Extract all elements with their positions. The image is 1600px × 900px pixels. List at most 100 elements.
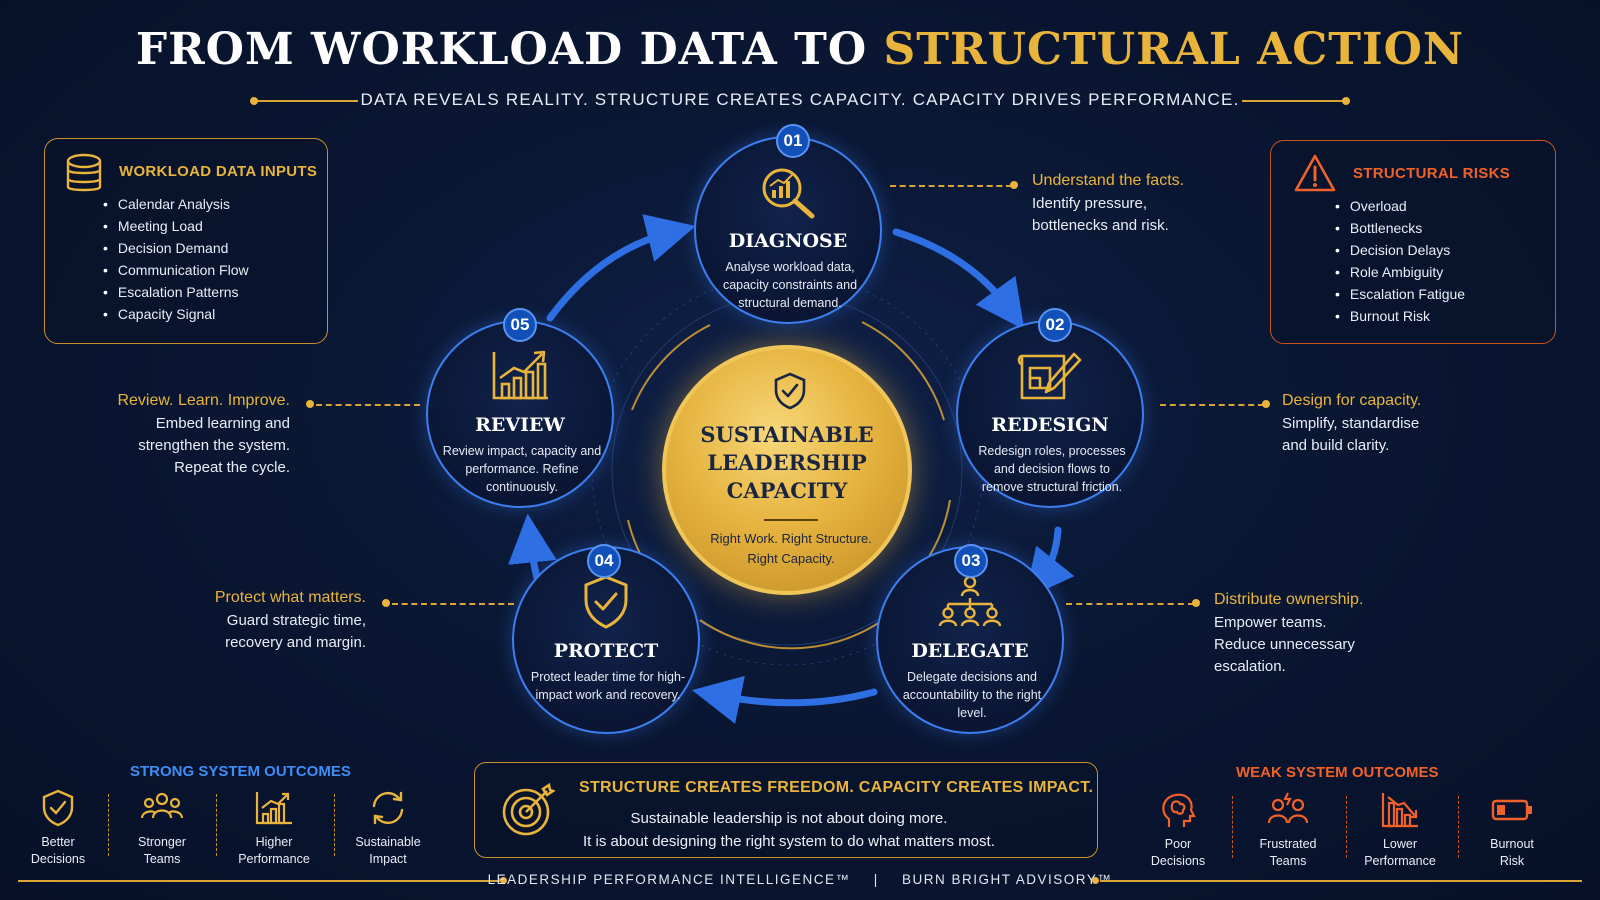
center-tagline-line: Right Capacity. <box>747 551 835 566</box>
list-item: Meeting Load <box>103 215 249 237</box>
note-line: and build clarity. <box>1282 437 1390 454</box>
center-tagline-line: Right Work. Right Structure. <box>710 531 872 546</box>
connector-line <box>890 185 1012 187</box>
note-heading: Review. Learn. Improve. <box>117 392 290 409</box>
divider <box>334 794 335 856</box>
list-item: Communication Flow <box>103 259 249 281</box>
outcome-label: Better <box>41 835 75 849</box>
delegate-note: Distribute ownership. Empower teams. Red… <box>1214 591 1363 678</box>
center-title-line: CAPACITY <box>726 478 848 503</box>
panel-title: WORKLOAD DATA INPUTS <box>119 163 318 180</box>
step-description: Review impact, capacity and performance.… <box>442 444 602 494</box>
note-body: Embed learning and strengthen the system… <box>90 413 290 479</box>
center-divider <box>764 519 818 521</box>
note-line: Simplify, standardise <box>1282 415 1420 432</box>
note-body: Guard strategic time, recovery and margi… <box>166 610 366 654</box>
list-item: Decision Demand <box>103 237 249 259</box>
list-item: Bottlenecks <box>1335 217 1465 239</box>
step-diagnose: DIAGNOSE Analyse workload data, capacity… <box>694 136 882 324</box>
center-capacity-circle: SUSTAINABLE LEADERSHIP CAPACITY Right Wo… <box>662 345 912 595</box>
outcome-label: Sustainable <box>355 835 421 849</box>
note-body: Identify pressure, bottlenecks and risk. <box>1032 193 1184 237</box>
shield-check-icon <box>40 788 76 833</box>
list-item: Decision Delays <box>1335 239 1465 261</box>
low-battery-icon <box>1491 798 1533 827</box>
step-name: DELEGATE <box>911 640 1029 662</box>
connector-line <box>316 404 420 406</box>
connector-dot <box>1192 599 1200 607</box>
step-name: REDESIGN <box>991 414 1109 436</box>
frustrated-team-icon <box>1266 791 1310 834</box>
title-part-white: FROM WORKLOAD DATA TO <box>135 24 884 75</box>
subtitle-dot-left <box>250 97 258 105</box>
connector-dot <box>382 599 390 607</box>
outcome-label: Impact <box>369 852 407 866</box>
center-tagline: Right Work. Right Structure. Right Capac… <box>686 529 896 569</box>
growth-chart-icon <box>254 790 294 831</box>
subtitle-rule-right <box>1242 100 1346 102</box>
outcome-label: Frustrated <box>1259 837 1317 851</box>
step-number-badge: 04 <box>587 544 621 578</box>
outcome-label: Lower <box>1382 837 1418 851</box>
subtitle-rule-left <box>254 100 358 102</box>
protect-note: Protect what matters. Guard strategic ti… <box>166 589 366 654</box>
panel-title: STRUCTURAL RISKS <box>1353 165 1511 182</box>
note-heading: Protect what matters. <box>214 589 366 606</box>
target-icon <box>501 782 556 842</box>
org-chart-icon <box>936 574 1004 630</box>
connector-dot <box>1010 181 1018 189</box>
divider <box>216 794 217 856</box>
workload-inputs-panel: WORKLOAD DATA INPUTS Calendar Analysis M… <box>44 138 328 344</box>
step-number-badge: 03 <box>954 544 988 578</box>
key-message-line: It is about designing the right system t… <box>583 833 995 850</box>
note-line: escalation. <box>1214 658 1286 675</box>
step-name: PROTECT <box>553 640 659 662</box>
divider <box>1232 796 1233 858</box>
blueprint-pencil-icon <box>1016 348 1084 404</box>
footer-right: BURN BRIGHT ADVISORY™ <box>902 872 1113 887</box>
key-message-line: Sustainable leadership is not about doin… <box>630 810 948 827</box>
step-name: DIAGNOSE <box>728 230 848 252</box>
outcome-label: Decisions <box>30 852 86 866</box>
declining-chart-icon <box>1380 791 1420 834</box>
connector-line <box>1066 603 1194 605</box>
list-item: Role Ambiguity <box>1335 261 1465 283</box>
footer: LEADERSHIP PERFORMANCE INTELLIGENCE™ | B… <box>0 872 1600 887</box>
key-message-box: STRUCTURE CREATES FREEDOM. CAPACITY CREA… <box>474 762 1098 858</box>
outcome-label: Stronger <box>138 835 186 849</box>
warning-icon <box>1293 153 1337 198</box>
outcome-label: Risk <box>1499 854 1525 868</box>
note-line: Identify pressure, <box>1032 195 1148 212</box>
step-description: Delegate decisions and accountability to… <box>902 670 1042 720</box>
inputs-list: Calendar Analysis Meeting Load Decision … <box>103 193 249 325</box>
outcome-label: Burnout <box>1490 837 1534 851</box>
review-note: Review. Learn. Improve. Embed learning a… <box>90 392 290 479</box>
step-review: REVIEW Review impact, capacity and perfo… <box>426 320 614 508</box>
step-description: Protect leader time for high-impact work… <box>530 670 686 702</box>
database-icon <box>65 153 103 200</box>
connector-dot <box>306 400 314 408</box>
step-description: Redesign roles, processes and decision f… <box>978 444 1126 494</box>
note-line: Guard strategic time, <box>226 612 366 629</box>
subtitle-dot-right <box>1342 97 1350 105</box>
footer-rule-right <box>1100 880 1582 882</box>
note-heading: Distribute ownership. <box>1214 591 1364 608</box>
note-line: strengthen the system. <box>138 437 290 454</box>
note-body: Simplify, standardise and build clarity. <box>1282 413 1421 457</box>
list-item: Burnout Risk <box>1335 305 1465 327</box>
note-heading: Design for capacity. <box>1282 392 1422 409</box>
key-message-body: Sustainable leadership is not about doin… <box>583 807 995 853</box>
outcome-label: Performance <box>238 852 310 866</box>
diagnose-note: Understand the facts. Identify pressure,… <box>1032 172 1184 237</box>
outcome-label: Poor <box>1164 837 1192 851</box>
connector-line <box>1160 404 1264 406</box>
step-number-badge: 02 <box>1038 308 1072 342</box>
strong-outcomes-title: STRONG SYSTEM OUTCOMES <box>130 763 351 780</box>
divider <box>1346 796 1347 858</box>
